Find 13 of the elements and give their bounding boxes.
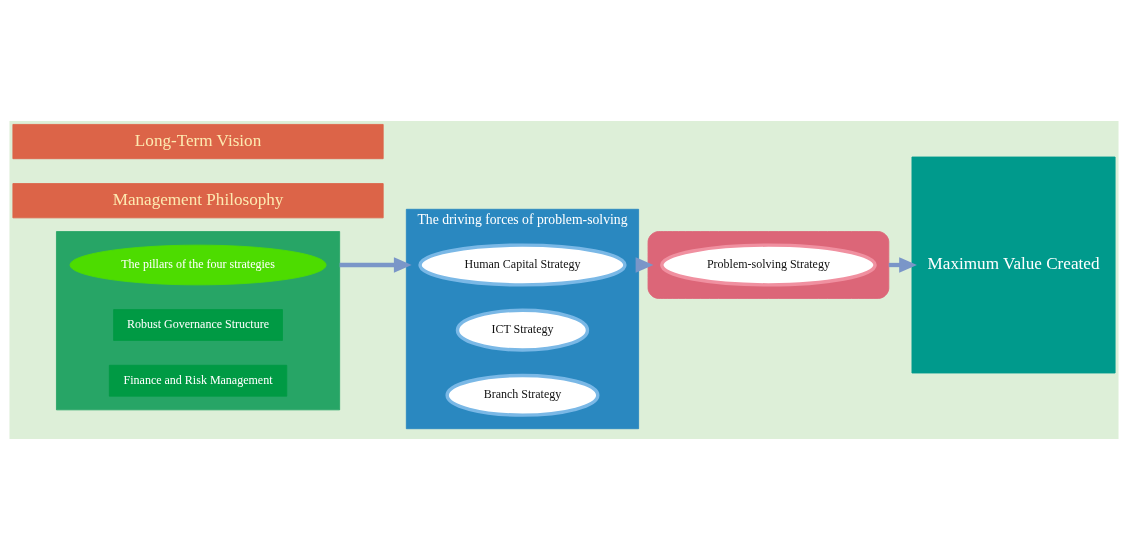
node-box: Robust Governance Structure bbox=[113, 309, 283, 341]
node-ellipse: Problem-solving Strategy bbox=[660, 243, 877, 287]
node-ellipse: ICT Strategy bbox=[455, 308, 590, 352]
node-ellipse: Human Capital Strategy bbox=[418, 243, 627, 287]
cluster bbox=[56, 231, 341, 411]
node-ellipse: Branch Strategy bbox=[445, 373, 600, 417]
cluster bbox=[647, 231, 890, 299]
node-box: Maximum Value Created bbox=[911, 156, 1116, 374]
node-box: Finance and Risk Management bbox=[108, 364, 288, 397]
node-ellipse: The pillars of the four strategies bbox=[69, 244, 327, 286]
node-box: Long-Term Vision bbox=[12, 124, 384, 160]
arrow bbox=[339, 257, 412, 273]
node-box: Management Philosophy bbox=[12, 183, 384, 219]
